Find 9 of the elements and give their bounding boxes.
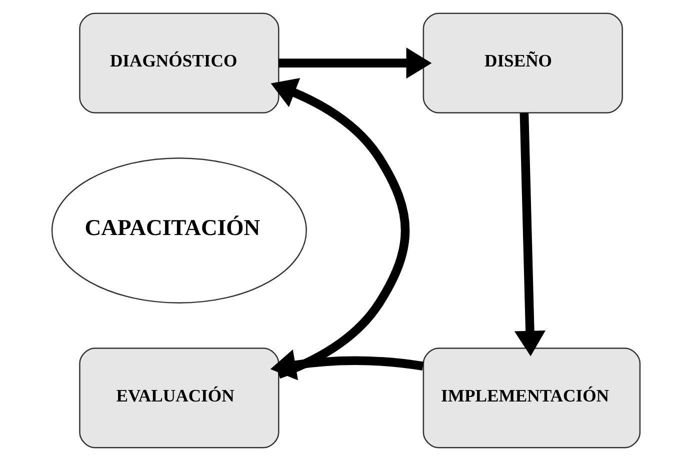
arrow (514, 112, 546, 356)
node-box: EVALUACIÓN (78, 348, 279, 448)
node-ellipse: CAPACITACIÓN (50, 157, 306, 304)
node-box: IMPLEMENTACIÓN (422, 348, 640, 448)
node-box: DIAGNÓSTICO (78, 12, 279, 114)
node-box: DISEÑO (422, 12, 622, 114)
arrow (278, 47, 432, 79)
arrow (270, 78, 410, 379)
arrow (270, 350, 424, 380)
